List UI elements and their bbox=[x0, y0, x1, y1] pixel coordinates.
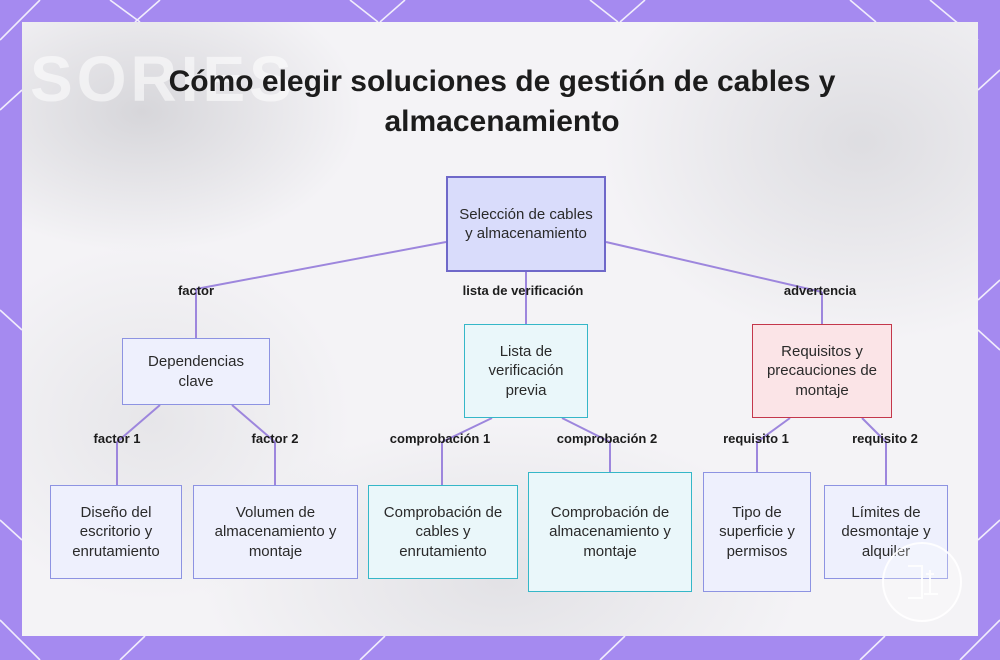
edge-label-lista: lista de verificación bbox=[463, 283, 584, 298]
edge-label-advertencia: advertencia bbox=[784, 283, 856, 298]
edge-label-comp2: comprobación 2 bbox=[557, 431, 657, 446]
edge-root-dependencias bbox=[196, 242, 446, 289]
diagram-card: SORIES Cómo elegir soluciones de gestión… bbox=[22, 22, 978, 636]
edge-label-factor2: factor 2 bbox=[252, 431, 299, 446]
edge-label-factor1: factor 1 bbox=[94, 431, 141, 446]
edge-label-req2: requisito 2 bbox=[852, 431, 918, 446]
edge-label-req1: requisito 1 bbox=[723, 431, 789, 446]
node-diseno: Diseño del escritorio y enrutamiento bbox=[50, 485, 182, 579]
node-volumen: Volumen de almacenamiento y montaje bbox=[193, 485, 358, 579]
node-requisitos: Requisitos y precauciones de montaje bbox=[752, 324, 892, 418]
edge-label-factor: factor bbox=[178, 283, 214, 298]
node-comp-cables: Comprobación de cables y enrutamiento bbox=[368, 485, 518, 579]
logo-icon bbox=[882, 542, 962, 622]
node-lista: Lista de verificación previa bbox=[464, 324, 588, 418]
edge-label-comp1: comprobación 1 bbox=[390, 431, 490, 446]
node-dependencias: Dependencias clave bbox=[122, 338, 270, 405]
node-root: Selección de cables y almacenamiento bbox=[446, 176, 606, 272]
node-tipo-superficie: Tipo de superficie y permisos bbox=[703, 472, 811, 592]
node-comp-almacenamiento: Comprobación de almacenamiento y montaje bbox=[528, 472, 692, 592]
